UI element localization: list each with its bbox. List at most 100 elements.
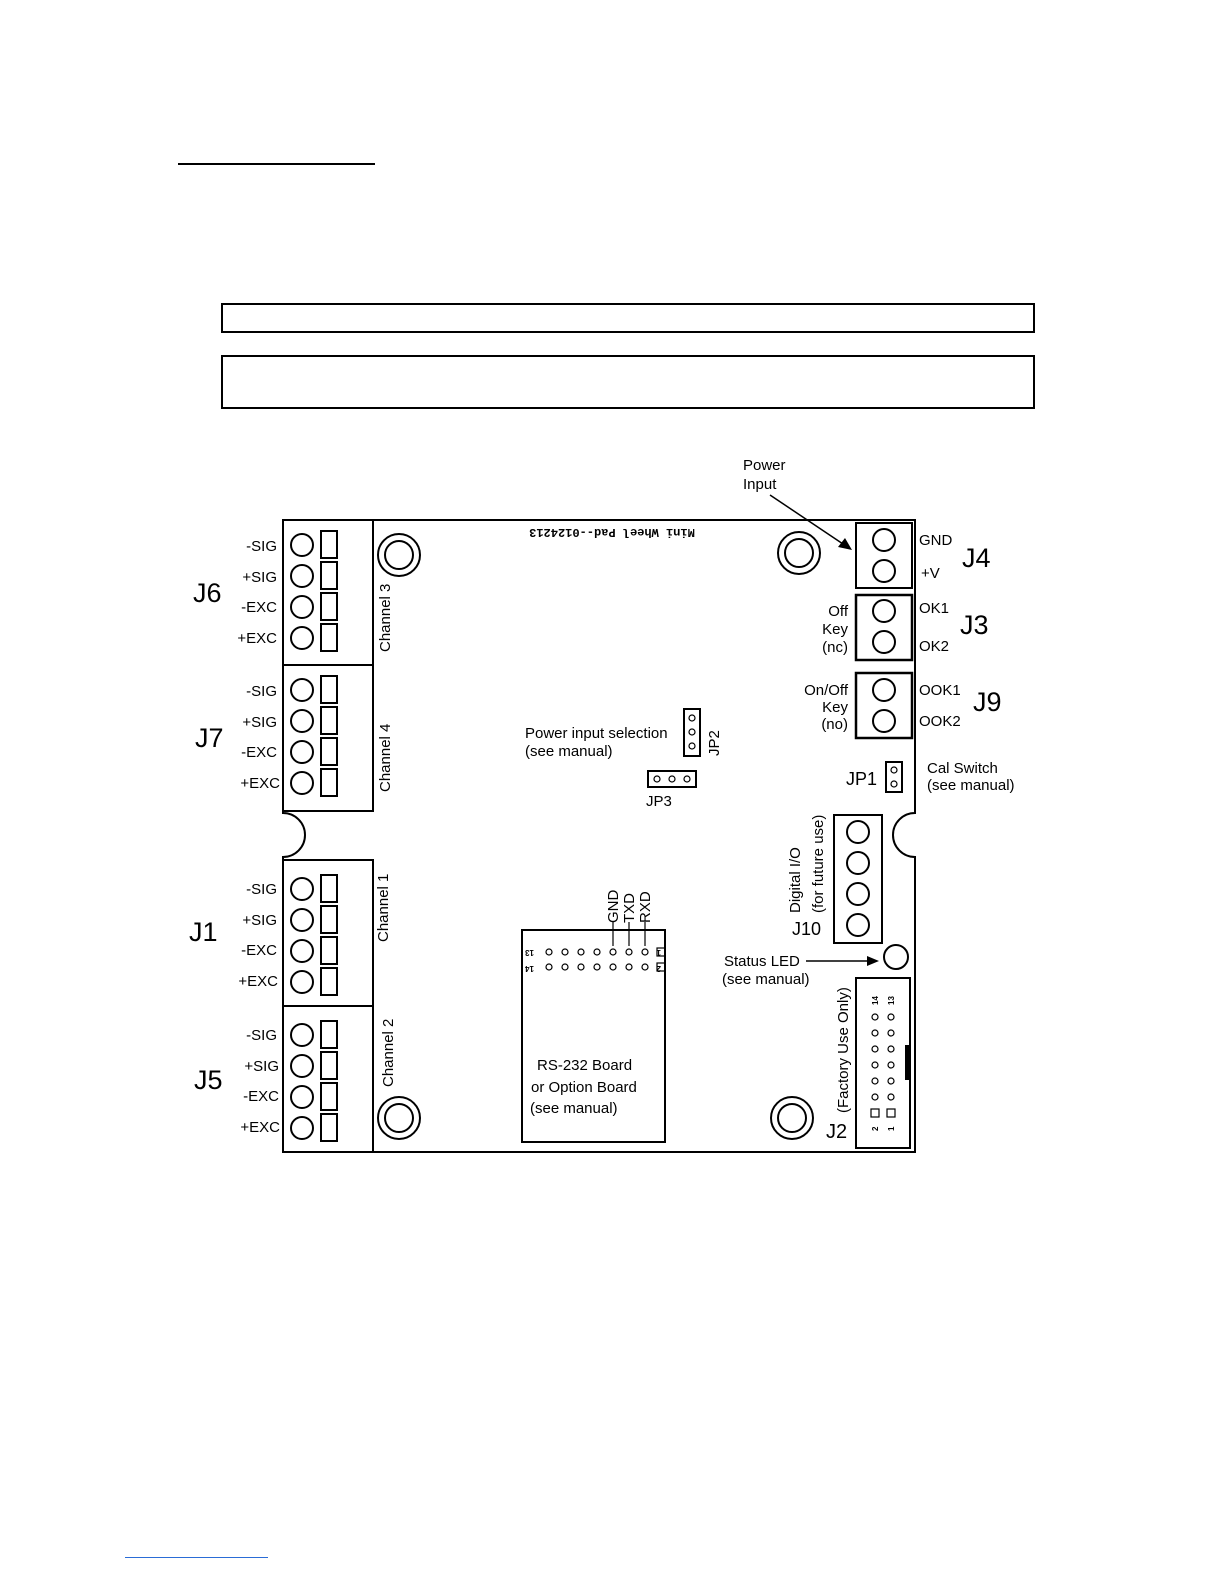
j5-label: J5 xyxy=(194,1065,223,1095)
terminal-screw xyxy=(290,533,314,557)
j2-pin xyxy=(871,1093,879,1101)
j3-desc-1: Off xyxy=(828,603,849,620)
terminal-clamp xyxy=(320,592,338,621)
j7-label: J7 xyxy=(195,723,224,753)
j3-desc-3: (nc) xyxy=(822,639,848,656)
j2-pin-number-14: 14 xyxy=(871,996,880,1005)
j2-label: J2 xyxy=(826,1121,847,1143)
header-pin xyxy=(561,948,569,956)
j6-pin-2: +SIG xyxy=(242,569,277,586)
j2-pin xyxy=(887,1029,895,1037)
j7-pin-2: +SIG xyxy=(242,714,277,731)
terminal-block-j5 xyxy=(282,1005,374,1153)
j2-desc: (Factory Use Only) xyxy=(835,987,852,1113)
j4-pin-2: +V xyxy=(921,565,940,582)
header-pin xyxy=(593,948,601,956)
terminal-screw xyxy=(290,1023,314,1047)
j5-pin-3: -EXC xyxy=(243,1088,279,1105)
j2-pin xyxy=(871,1029,879,1037)
terminal-screw xyxy=(290,564,314,588)
terminal-clamp xyxy=(320,706,338,735)
j9-pin-1: OOK1 xyxy=(919,682,961,699)
terminal-clamp xyxy=(320,1113,338,1142)
j9-desc-3: (no) xyxy=(821,716,848,733)
j3-label: J3 xyxy=(960,610,989,640)
terminal-screw xyxy=(290,709,314,733)
header-pin xyxy=(641,963,649,971)
power-input-label-2: Input xyxy=(743,476,777,493)
j10-desc-1: Digital I/O xyxy=(787,847,804,913)
j7-pin-1: -SIG xyxy=(246,683,277,700)
header-number-1: 1 xyxy=(656,948,661,957)
power-selection-label-1: Power input selection xyxy=(525,725,668,742)
terminal-screw xyxy=(290,740,314,764)
j1-pin-4: +EXC xyxy=(238,973,278,990)
jumper-jp2 xyxy=(683,708,701,757)
header-pin xyxy=(625,963,633,971)
j2-pin-number-1: 1 xyxy=(887,1126,896,1131)
connector-j9 xyxy=(854,671,914,740)
status-led-label-2: (see manual) xyxy=(722,971,810,988)
terminal-clamp xyxy=(320,936,338,965)
j2-pin xyxy=(887,1061,895,1069)
terminal-screw xyxy=(290,678,314,702)
serial-pin-rxd: RXD xyxy=(637,891,654,923)
jp3-label: JP3 xyxy=(646,793,672,810)
header-pin xyxy=(561,963,569,971)
jp1-label: JP1 xyxy=(846,769,877,789)
terminal-clamp xyxy=(320,1082,338,1111)
terminal-screw xyxy=(290,595,314,619)
header-pin xyxy=(625,948,633,956)
j7-channel: Channel 4 xyxy=(377,724,394,792)
terminal-clamp xyxy=(320,623,338,652)
terminal-clamp xyxy=(320,1020,338,1049)
header-number-13: 13 xyxy=(525,948,534,957)
j2-pin xyxy=(871,1045,879,1053)
jp2-label: JP2 xyxy=(706,730,723,756)
j5-pin-2: +SIG xyxy=(244,1058,279,1075)
board-label: Mini Wheel Pad--0124213 xyxy=(529,525,695,539)
j2-pin xyxy=(887,1013,895,1021)
header-pin xyxy=(641,948,649,956)
terminal-clamp xyxy=(320,874,338,903)
connector-j10 xyxy=(833,814,883,944)
j1-pin-1: -SIG xyxy=(246,881,277,898)
j1-channel: Channel 1 xyxy=(375,874,392,942)
status-led xyxy=(883,944,909,970)
connector-j3 xyxy=(854,593,914,662)
empty-text-box-1 xyxy=(221,303,1035,333)
j9-desc-2: Key xyxy=(822,699,848,716)
terminal-clamp xyxy=(320,530,338,559)
header-pin xyxy=(593,963,601,971)
board-outline xyxy=(282,519,916,1153)
j3-pin-2: OK2 xyxy=(919,638,949,655)
option-board-label-2: or Option Board xyxy=(531,1079,637,1096)
power-selection-label-2: (see manual) xyxy=(525,743,613,760)
terminal-block-j7 xyxy=(282,664,374,812)
j2-pin-square xyxy=(886,1108,896,1118)
mounting-hole-top-left xyxy=(377,533,421,577)
empty-text-box-2 xyxy=(221,355,1035,409)
terminal-screw xyxy=(290,877,314,901)
j4-pin-1: GND xyxy=(919,532,953,549)
terminal-screw xyxy=(290,970,314,994)
mounting-hole-top-right xyxy=(777,531,821,575)
j1-label: J1 xyxy=(189,917,218,947)
terminal-clamp xyxy=(320,737,338,766)
cal-switch-label-2: (see manual) xyxy=(927,777,1015,794)
j2-pin-square xyxy=(870,1108,880,1118)
j9-label: J9 xyxy=(973,687,1002,717)
header-pin xyxy=(609,948,617,956)
j2-pin-number-2: 2 xyxy=(871,1126,880,1131)
status-led-label-1: Status LED xyxy=(724,953,800,970)
jumper-jp3 xyxy=(647,770,697,788)
terminal-screw xyxy=(290,626,314,650)
j6-pin-1: -SIG xyxy=(246,538,277,555)
j2-pin xyxy=(871,1013,879,1021)
j4-label: J4 xyxy=(962,543,991,573)
j10-desc-2: (for future use) xyxy=(810,815,827,913)
terminal-screw xyxy=(290,1085,314,1109)
power-input-label-1: Power xyxy=(743,457,786,474)
header-pin-square xyxy=(656,962,666,972)
